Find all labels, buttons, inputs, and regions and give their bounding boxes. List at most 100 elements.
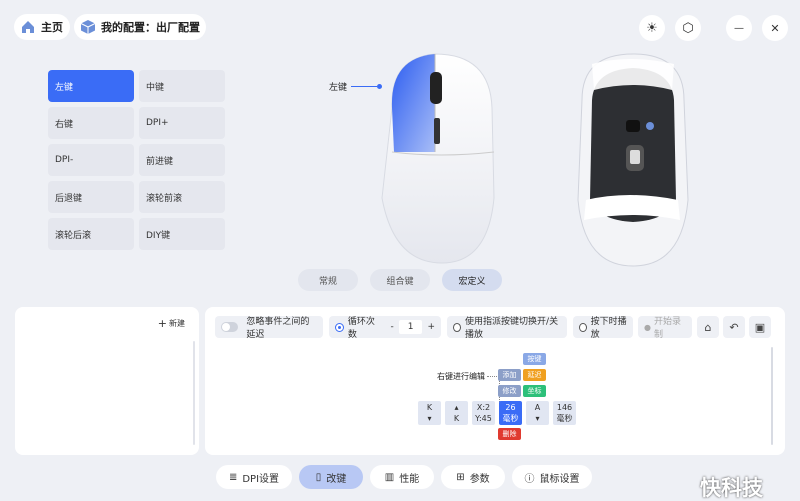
toggle-play-label: 使用指派按键切换开/关播放 [465, 317, 559, 340]
macro-step[interactable]: ▴K [445, 401, 468, 425]
ignore-delay-toggle-box[interactable]: 忽略事件之间的延迟 [215, 316, 323, 340]
loop-count-radio[interactable] [335, 322, 344, 332]
mode-tab[interactable]: 常规 [298, 269, 358, 291]
nav-button[interactable]: ≣ DPI设置 [216, 465, 292, 489]
loop-count-input[interactable]: 1 [398, 320, 423, 334]
editor-scrollbar[interactable] [771, 347, 773, 445]
list-scrollbar[interactable] [193, 341, 195, 445]
macro-step-bottom: ▾ [427, 414, 432, 423]
nav-button[interactable]: ▯改键 [299, 465, 363, 489]
hold-play-box[interactable]: 按下时播放 [573, 316, 633, 340]
undo-button[interactable]: ↶ [723, 316, 745, 338]
mouse-callout: 左键 [329, 80, 383, 93]
mouse-bottom-image [577, 53, 689, 267]
hold-play-label: 按下时播放 [590, 317, 627, 340]
macro-step-bottom: K [453, 414, 460, 423]
macro-step-top: ▴ [454, 403, 459, 412]
menu-delete[interactable]: 删除 [498, 428, 521, 440]
close-icon: ✕ [770, 21, 780, 35]
ignore-delay-switch[interactable] [221, 322, 239, 332]
macro-step-top: 26 [505, 403, 516, 412]
toggle-play-box[interactable]: 使用指派按键切换开/关播放 [447, 316, 567, 340]
nav-icon: ⓘ [524, 473, 535, 485]
loop-count-box[interactable]: 循环次数 - 1 + [329, 316, 441, 340]
macro-list-panel: + 新建 [15, 307, 199, 455]
new-macro-button[interactable]: + 新建 [158, 317, 185, 330]
menu-add[interactable]: 添加 [498, 369, 521, 381]
key-button[interactable]: 右键 [48, 107, 134, 139]
undo-icon: ↶ [729, 320, 739, 334]
callout-dot [377, 84, 383, 89]
record-icon: ● [644, 322, 651, 332]
mode-tab[interactable]: 组合键 [370, 269, 430, 291]
key-button[interactable]: 滚轮前滚 [139, 181, 225, 213]
mouse-top-image [381, 53, 495, 264]
ignore-delay-label: 忽略事件之间的延迟 [246, 317, 310, 340]
nav-label: 鼠标设置 [539, 473, 580, 485]
nav-icon: ⊞ [456, 471, 465, 483]
config-selector[interactable]: 我的配置：出厂配置 [74, 14, 206, 40]
macro-step[interactable]: 26 毫秒 [499, 401, 522, 425]
key-button[interactable]: DIY键 [139, 218, 225, 250]
macro-step-top: K [426, 403, 433, 412]
nav-icon: ≣ [228, 471, 238, 483]
macro-step[interactable]: K▾ [418, 401, 441, 425]
key-button[interactable]: 左键 [48, 70, 134, 102]
nav-button[interactable]: ▥性能 [370, 465, 434, 489]
menu-coord[interactable]: 坐标 [523, 385, 546, 397]
save-button[interactable]: ▣ [749, 316, 771, 338]
record-button[interactable]: ● 开始录制 [638, 316, 692, 340]
macro-step-top: X:2 [476, 403, 491, 412]
macro-step[interactable]: A▾ [526, 401, 549, 425]
key-button[interactable]: DPI- [48, 144, 134, 176]
loop-count-label: 循环次数 [347, 317, 375, 340]
home-label: 主页 [41, 21, 63, 34]
minimize-button[interactable]: — [726, 15, 752, 41]
hold-play-radio[interactable] [579, 322, 587, 332]
config-label: 我的配置：出厂配置 [101, 21, 200, 34]
nav-label: DPI设置 [242, 473, 280, 485]
macro-step-bottom: Y:45 [475, 414, 492, 423]
save-icon: ▣ [754, 320, 766, 334]
menu-modify[interactable]: 修改 [498, 385, 521, 397]
cube-icon [80, 20, 96, 34]
key-button[interactable]: 后退键 [48, 181, 134, 213]
menu-key[interactable]: 按键 [523, 353, 546, 365]
nav-button[interactable]: ⓘ 鼠标设置 [512, 465, 592, 489]
macro-step-top: A [534, 403, 541, 412]
clear-button[interactable]: ⌂ [697, 316, 719, 338]
nav-icon: ▥ [384, 471, 395, 483]
toggle-play-radio[interactable] [453, 322, 462, 332]
macro-step-bottom: 毫秒 [502, 414, 519, 423]
mode-tab[interactable]: 宏定义 [442, 269, 502, 291]
close-button[interactable]: ✕ [762, 15, 788, 41]
new-macro-label: 新建 [169, 319, 185, 328]
callout-label: 左键 [329, 83, 348, 93]
nav-button[interactable]: ⊞参数 [441, 465, 505, 489]
record-label: 开始录制 [653, 317, 681, 340]
home-button[interactable]: 主页 [14, 14, 70, 40]
key-button[interactable]: 滚轮后滚 [48, 218, 134, 250]
macro-step-bottom: ▾ [535, 414, 540, 423]
loop-plus-button[interactable]: + [427, 322, 435, 332]
plus-icon: + [157, 317, 167, 330]
key-button[interactable]: 中键 [139, 70, 225, 102]
settings-button[interactable]: ⬡ [675, 15, 701, 41]
watermark: 快科技 [700, 476, 763, 500]
sun-icon: ☀ [646, 20, 658, 36]
key-button[interactable]: 前进键 [139, 144, 225, 176]
macro-editor-panel: 忽略事件之间的延迟 循环次数 - 1 + 使用指派按键切换开/关播放 按下时播放… [205, 307, 785, 455]
nav-label: 改键 [326, 473, 347, 485]
macro-step-top: 146 [556, 403, 573, 412]
home-icon [22, 21, 34, 33]
menu-delay[interactable]: 延迟 [523, 369, 546, 381]
loop-minus-button[interactable]: - [390, 322, 394, 332]
theme-toggle-button[interactable]: ☀ [639, 15, 665, 41]
key-button[interactable]: DPI+ [139, 107, 225, 139]
minimize-icon: — [734, 22, 744, 34]
trash-icon: ⌂ [704, 320, 712, 334]
